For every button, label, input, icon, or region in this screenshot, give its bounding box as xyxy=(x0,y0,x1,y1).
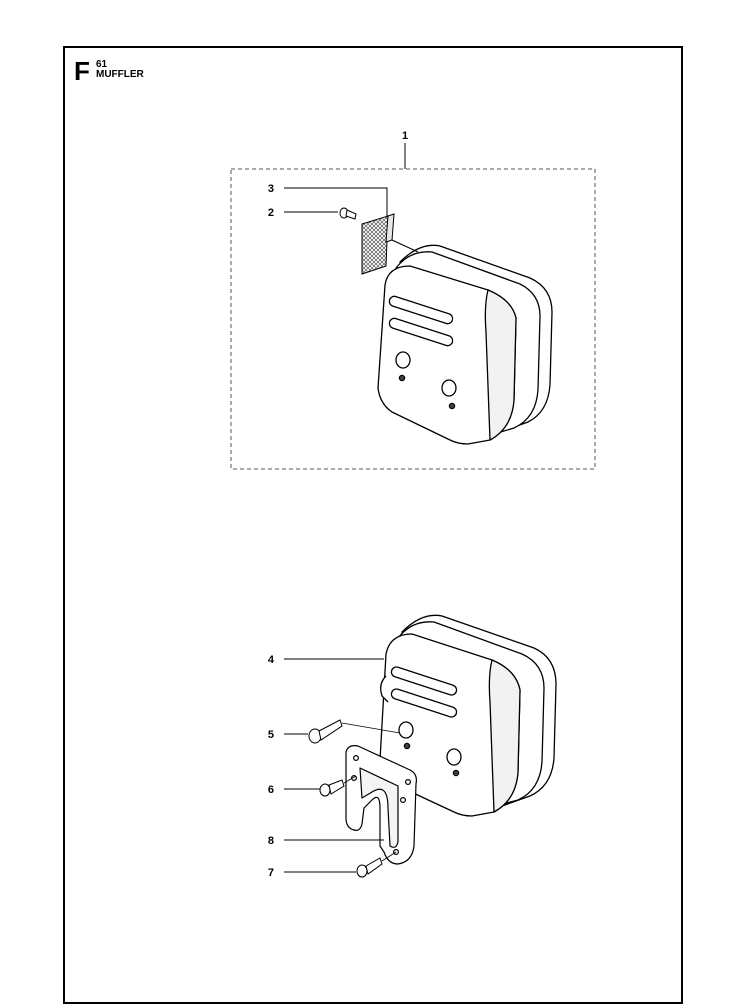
screw-6 xyxy=(319,775,357,797)
leaders-lower xyxy=(284,658,384,873)
callout-3: 3 xyxy=(268,183,274,195)
callout-1: 1 xyxy=(402,130,408,142)
callout-2: 2 xyxy=(268,207,274,219)
section-number: 61 xyxy=(96,59,108,70)
bracket xyxy=(345,745,417,865)
screw-5 xyxy=(308,719,401,744)
callout-4: 4 xyxy=(268,654,275,666)
page-frame xyxy=(63,46,683,1004)
section-letter: F xyxy=(74,56,90,86)
callout-5: 5 xyxy=(268,729,274,741)
leaders-upper xyxy=(284,187,388,216)
screw-2 xyxy=(339,207,357,220)
callout-8: 8 xyxy=(268,835,274,847)
muffler-lower xyxy=(379,614,557,817)
kit-boundary xyxy=(230,143,596,470)
callout-7: 7 xyxy=(268,867,274,879)
section-title: MUFFLER xyxy=(96,69,144,80)
screw-7 xyxy=(356,851,397,878)
spark-screen xyxy=(361,213,419,275)
muffler-upper xyxy=(377,244,553,445)
callout-6: 6 xyxy=(268,784,274,796)
